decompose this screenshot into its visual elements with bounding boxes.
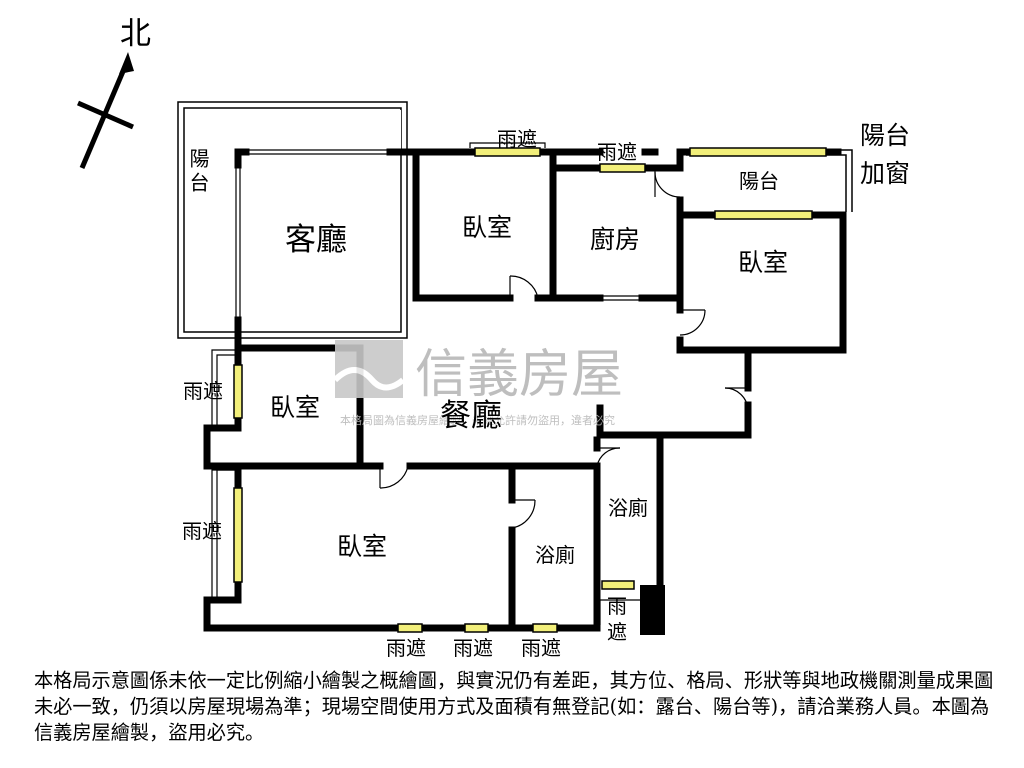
north-label: 北 [120, 16, 151, 52]
balcony-left-label: 陽台 [186, 148, 210, 196]
bathroom-center-label: 浴廁 [535, 543, 575, 567]
canopy-label-right-line2: 遮 [607, 620, 627, 644]
kitchen-label: 廚房 [590, 225, 640, 254]
doors [379, 168, 749, 529]
balcony-window-label-line1: 陽台 [860, 121, 910, 150]
canopy-label-bottom-c: 雨遮 [521, 636, 561, 660]
canopy-label-left-a: 雨遮 [183, 379, 223, 403]
wall-pillar [640, 585, 665, 635]
canopy-label-bottom-b: 雨遮 [453, 636, 493, 660]
canopy-label-left-b: 雨遮 [182, 519, 222, 543]
balcony-right-label: 陽台 [739, 169, 779, 193]
bathroom-right-label: 浴廁 [608, 496, 648, 520]
watermark-brand: 信義房屋 [415, 345, 623, 405]
disclaimer-text: 本格局示意圖係未依一定比例縮小繪製之概繪圖，與實況仍有差距，其方位、格局、形狀等… [34, 669, 994, 744]
canopy-label-right-line1: 雨 [607, 594, 627, 618]
canopy-label-top-a: 雨遮 [497, 127, 537, 151]
watermark-notice: 本格局圖為信義房屋繪製，未經允許請勿盜用，違者必究 [340, 413, 615, 427]
bedroom-top-label: 臥室 [462, 213, 512, 242]
balcony-left-outline [177, 101, 408, 339]
balcony-window-label-line2: 加窗 [860, 159, 910, 188]
north-arrow: 北 [77, 16, 151, 169]
brand-watermark: 信義房屋 本格局圖為信義房屋繪製，未經允許請勿盜用，違者必究 [332, 340, 623, 427]
windows [233, 147, 827, 633]
canopy-label-top-b: 雨遮 [597, 140, 637, 164]
living-room-label: 客廳 [285, 222, 347, 258]
bedroom-right-label: 臥室 [738, 248, 788, 277]
bedroom-left-label: 臥室 [270, 393, 320, 422]
dining-room-label: 餐廳 [440, 398, 502, 434]
bedroom-bottom-label: 臥室 [337, 532, 387, 561]
canopy-label-bottom-a: 雨遮 [386, 636, 426, 660]
